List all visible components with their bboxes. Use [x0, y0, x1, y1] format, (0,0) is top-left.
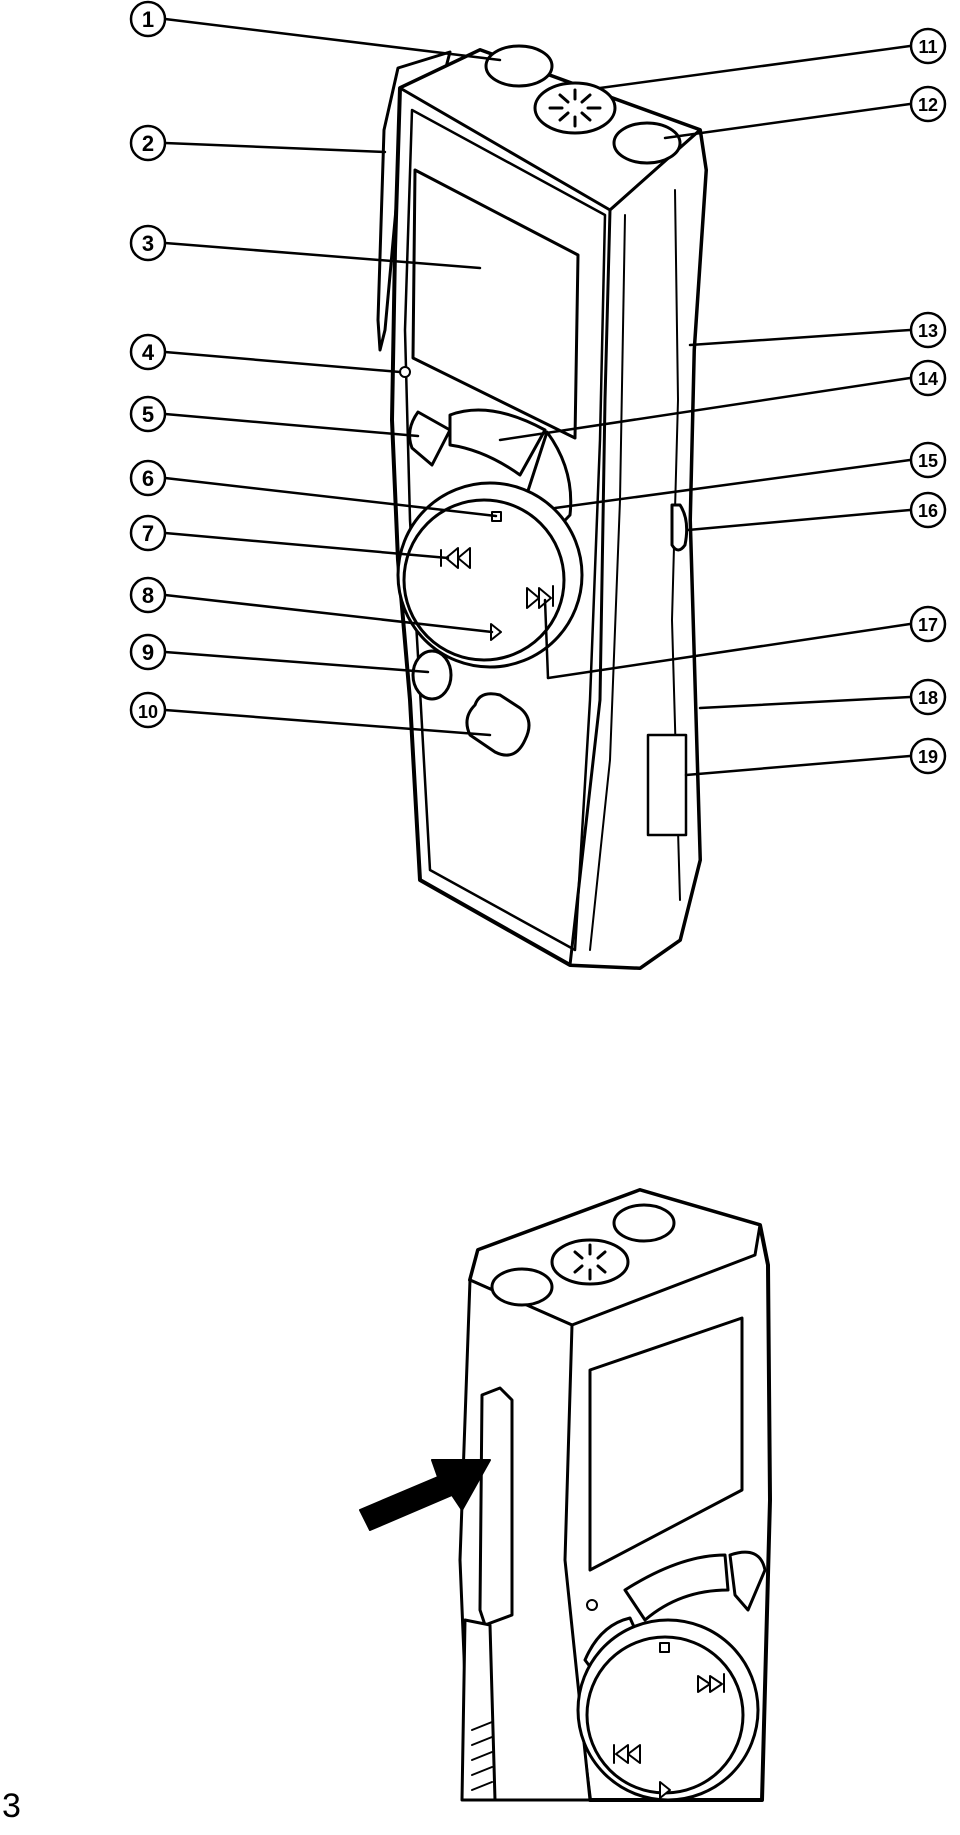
callout-9: 9	[129, 633, 167, 671]
front-bezel	[403, 108, 607, 952]
svg-text:11: 11	[918, 37, 937, 57]
callout-8: 8	[129, 576, 167, 614]
play-icon	[659, 1781, 671, 1799]
svg-text:1: 1	[142, 7, 154, 32]
callout-4: 4	[129, 333, 167, 371]
clip-ridges	[471, 1721, 493, 1791]
display-screen-2	[588, 1316, 744, 1572]
navigation-disc	[402, 498, 566, 662]
svg-text:19: 19	[918, 747, 938, 767]
svg-text:18: 18	[918, 688, 938, 708]
arrow-icon	[359, 1459, 491, 1531]
callout-11: 11	[909, 27, 947, 65]
display-screen	[411, 168, 580, 440]
svg-text:4: 4	[142, 340, 155, 365]
rewind-icon	[613, 1744, 641, 1764]
callout-3: 3	[129, 224, 167, 262]
callout-17: 17	[909, 605, 947, 643]
callout-12: 12	[909, 85, 947, 123]
callout-1: 1	[129, 0, 167, 38]
callout-2: 2	[129, 124, 167, 162]
menu-button-right-2	[728, 1550, 767, 1612]
svg-text:3: 3	[142, 231, 154, 256]
callout-14: 14	[909, 359, 947, 397]
svg-text:8: 8	[142, 583, 154, 608]
svg-text:9: 9	[142, 640, 154, 665]
top-right-button	[612, 121, 682, 165]
callouts-left: 1 2 3 4 5 6 7 8 9 10	[129, 0, 167, 729]
top-left-button	[484, 44, 554, 88]
svg-text:14: 14	[918, 369, 938, 389]
callout-10: 10	[129, 691, 167, 729]
stop-icon	[659, 1642, 670, 1653]
callout-15: 15	[909, 441, 947, 479]
svg-text:6: 6	[142, 466, 154, 491]
svg-text:13: 13	[918, 321, 938, 341]
fast-forward-icon	[526, 585, 554, 609]
svg-text:5: 5	[142, 402, 154, 427]
callout-5: 5	[129, 395, 167, 433]
callout-7: 7	[129, 514, 167, 552]
oval-button	[465, 692, 531, 757]
callouts-right: 11 12 13 14 15 16 17 18 19	[909, 27, 947, 775]
microphone-grille	[533, 81, 617, 135]
svg-text:12: 12	[918, 95, 938, 115]
device-rear-view	[458, 1188, 772, 1802]
callout-19: 19	[909, 737, 947, 775]
side-edge-line	[589, 214, 626, 951]
leader-lines	[163, 17, 912, 777]
callout-6: 6	[129, 459, 167, 497]
navigation-disc-2	[585, 1635, 745, 1795]
svg-text:10: 10	[138, 702, 158, 722]
callout-13: 13	[909, 311, 947, 349]
device-front-view	[376, 44, 708, 970]
svg-text:16: 16	[918, 501, 938, 521]
callout-16: 16	[909, 491, 947, 529]
callout-18: 18	[909, 678, 947, 716]
svg-text:15: 15	[918, 451, 938, 471]
top-button-right-2	[612, 1203, 676, 1243]
small-round-button	[411, 649, 453, 701]
top-button-left-2	[490, 1267, 554, 1307]
menu-button-left	[408, 410, 452, 467]
svg-text:7: 7	[142, 521, 154, 546]
belt-clip-2	[478, 1386, 514, 1627]
record-arc-button	[448, 408, 547, 477]
svg-text:2: 2	[142, 131, 154, 156]
svg-text:17: 17	[918, 615, 938, 635]
fast-forward-icon	[697, 1673, 725, 1693]
rewind-icon	[440, 547, 471, 569]
page-number: 3	[2, 1787, 21, 1825]
arc-button-2	[623, 1553, 730, 1622]
led-indicator-2	[586, 1599, 598, 1611]
microphone-grille-2	[550, 1238, 630, 1286]
led-indicator	[399, 366, 411, 378]
side-connector	[646, 733, 688, 837]
side-button	[670, 503, 689, 552]
